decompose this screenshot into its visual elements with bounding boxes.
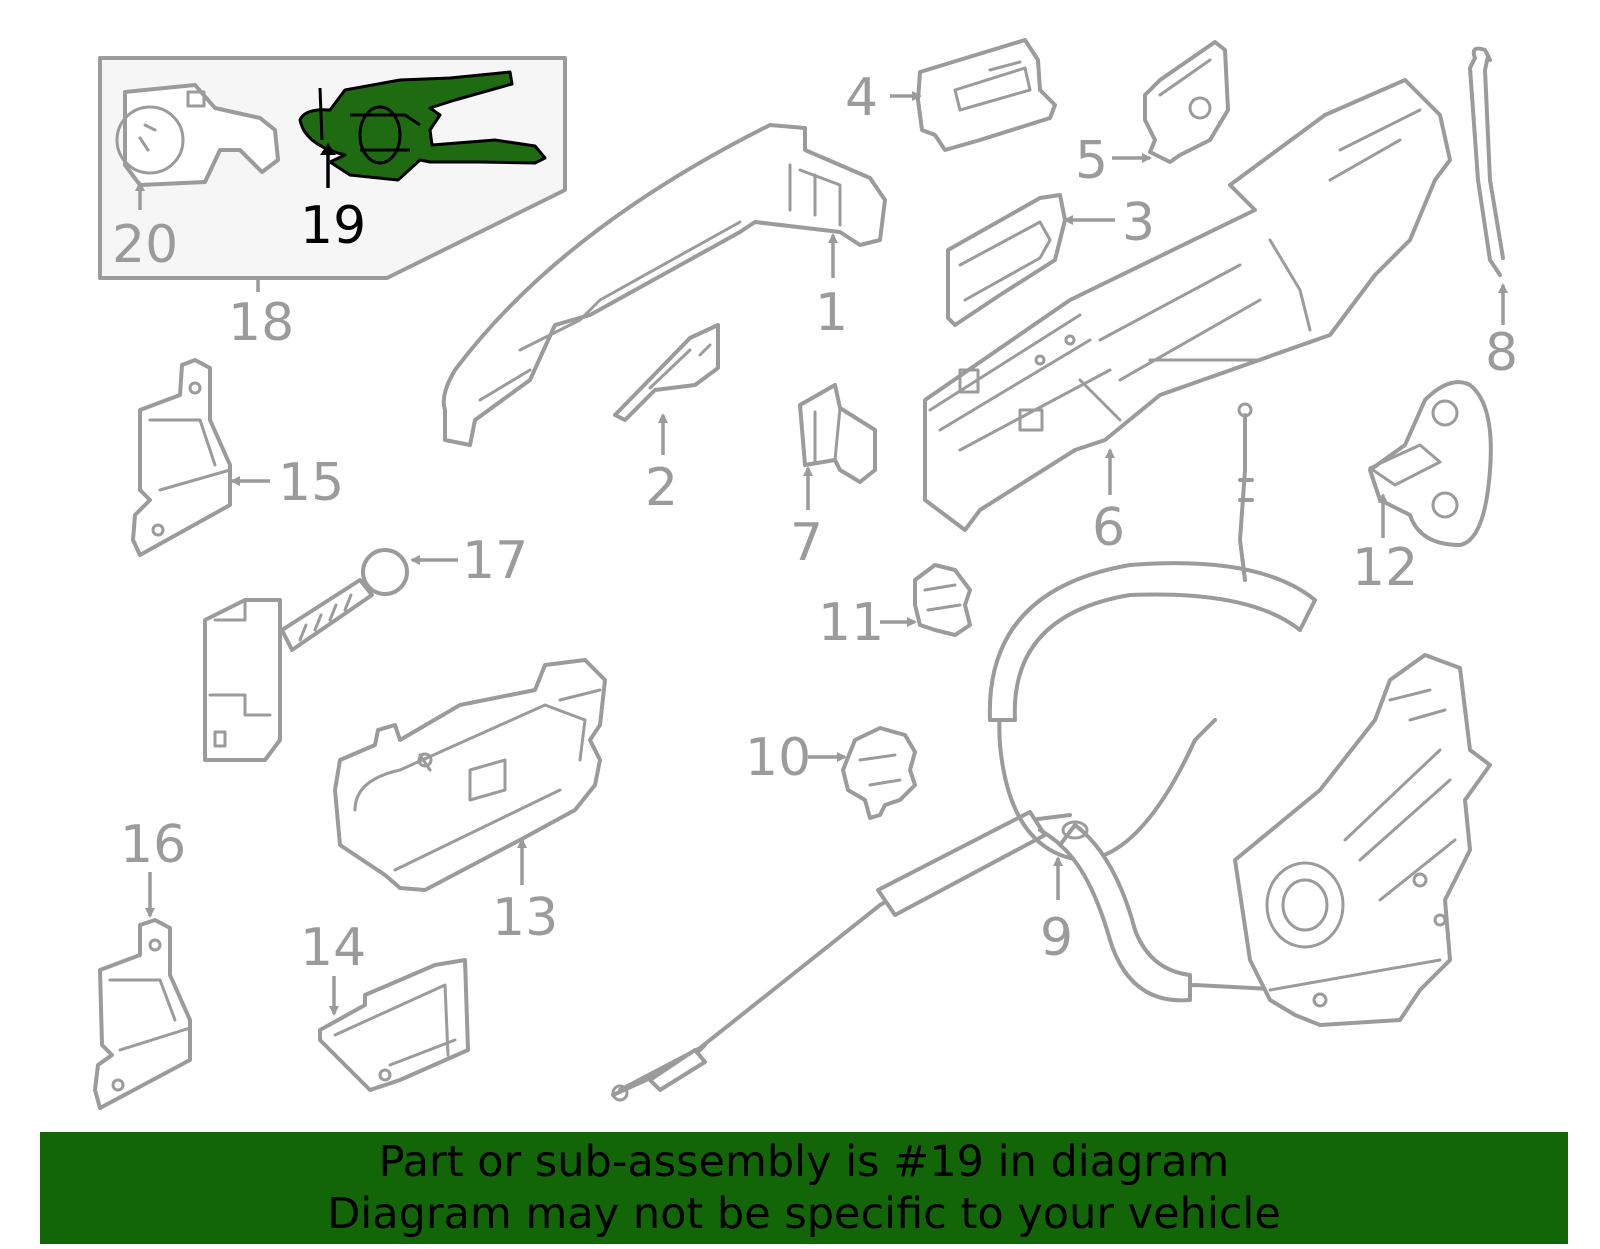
- callout-14: 14: [300, 918, 366, 978]
- door-lock-parts-diagram: 1 2 3 4 5 6 7 8 9 10 11 12 13 14 15 16 1…: [93, 38, 1518, 1110]
- callout-20: 20: [112, 215, 178, 275]
- part-17-door-check: [203, 548, 458, 762]
- callout-7: 7: [790, 513, 823, 573]
- callout-1: 1: [815, 283, 848, 343]
- callout-16: 16: [120, 815, 186, 875]
- part-1-outside-handle: [441, 123, 887, 447]
- callout-8: 8: [1485, 323, 1518, 383]
- callout-12: 12: [1352, 538, 1418, 598]
- banner-disclaimer: Diagram may not be specific to your vehi…: [327, 1189, 1281, 1239]
- part-15-bracket: [131, 358, 270, 557]
- callout-4: 4: [845, 68, 878, 128]
- part-16-bracket: [93, 872, 192, 1110]
- part-6-handle-bracket: [923, 78, 1452, 532]
- callout-10: 10: [745, 728, 811, 788]
- part-14-cover: [318, 958, 470, 1092]
- callout-9: 9: [1040, 908, 1073, 968]
- callout-11: 11: [818, 593, 884, 653]
- callout-17: 17: [462, 531, 528, 591]
- info-banner: Part or sub-assembly is #19 in diagram D…: [40, 1132, 1568, 1244]
- callout-5: 5: [1075, 131, 1108, 191]
- part-4-cover: [890, 38, 1057, 152]
- banner-part-note: Part or sub-assembly is #19 in diagram: [378, 1137, 1230, 1187]
- part-5-cap: [1112, 40, 1230, 164]
- part-10-actuator: [808, 726, 917, 820]
- part-19-key-set-highlighted: [298, 70, 547, 188]
- part-11-clip: [880, 563, 972, 637]
- part-3-frame: [946, 193, 1115, 327]
- callout-3: 3: [1122, 193, 1155, 253]
- part-20-lock-cylinder: [115, 83, 280, 210]
- callout-15: 15: [278, 453, 344, 513]
- callout-18: 18: [228, 293, 294, 353]
- callout-6: 6: [1092, 498, 1125, 558]
- part-12-striker: [1368, 380, 1493, 547]
- part-7-clip: [798, 383, 877, 510]
- part-9-door-lock-actuator: [611, 402, 1492, 1102]
- callout-13: 13: [492, 888, 558, 948]
- callout-19-highlighted: 19: [300, 196, 366, 256]
- part-2-bracket: [613, 323, 720, 455]
- part-8-rod: [1467, 46, 1508, 325]
- part-13-inside-handle: [333, 658, 607, 892]
- callout-2: 2: [645, 458, 678, 518]
